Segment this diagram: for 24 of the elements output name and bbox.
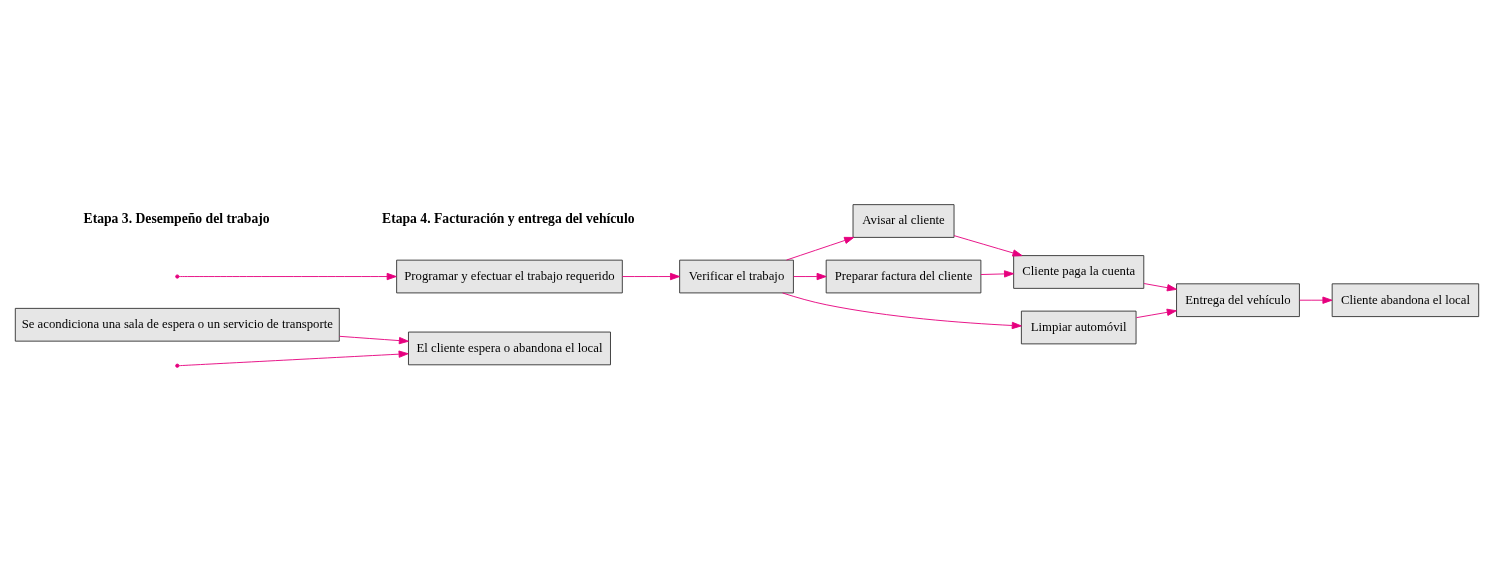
label: Etapa 3. Desempeño del trabajo: [83, 210, 270, 226]
arrow: [782, 292, 1022, 329]
node-box: Limpiar automóvil: [1020, 310, 1137, 344]
arrow: [786, 236, 855, 260]
label: Etapa 4. Facturación y entrega del vehículo: [382, 210, 635, 226]
arrow: [178, 272, 397, 280]
arrow: [953, 234, 1023, 257]
arrow: [980, 269, 1015, 278]
node-box: Programar y efectuar el trabajo requerido: [396, 259, 623, 293]
node-box: Se acondiciona una sala de espera o un servicio de transporte: [14, 307, 340, 342]
arrow: [1299, 296, 1333, 304]
node-box: Preparar factura del cliente: [825, 259, 982, 293]
arrow: [1143, 282, 1177, 291]
node-box: Entrega del vehículo: [1176, 282, 1300, 317]
node-box: Avisar al cliente: [852, 203, 955, 238]
node-box: Cliente abandona el local: [1331, 282, 1480, 317]
arrow: [1136, 308, 1177, 318]
node-box: Verificar el trabajo: [679, 259, 794, 293]
node-box: El cliente espera o abandona el local: [408, 331, 611, 365]
arrow: [793, 272, 827, 280]
arrow: [339, 335, 409, 344]
arrow: [178, 350, 409, 366]
arrow: [621, 272, 681, 280]
node-box: Cliente paga la cuenta: [1013, 254, 1145, 289]
